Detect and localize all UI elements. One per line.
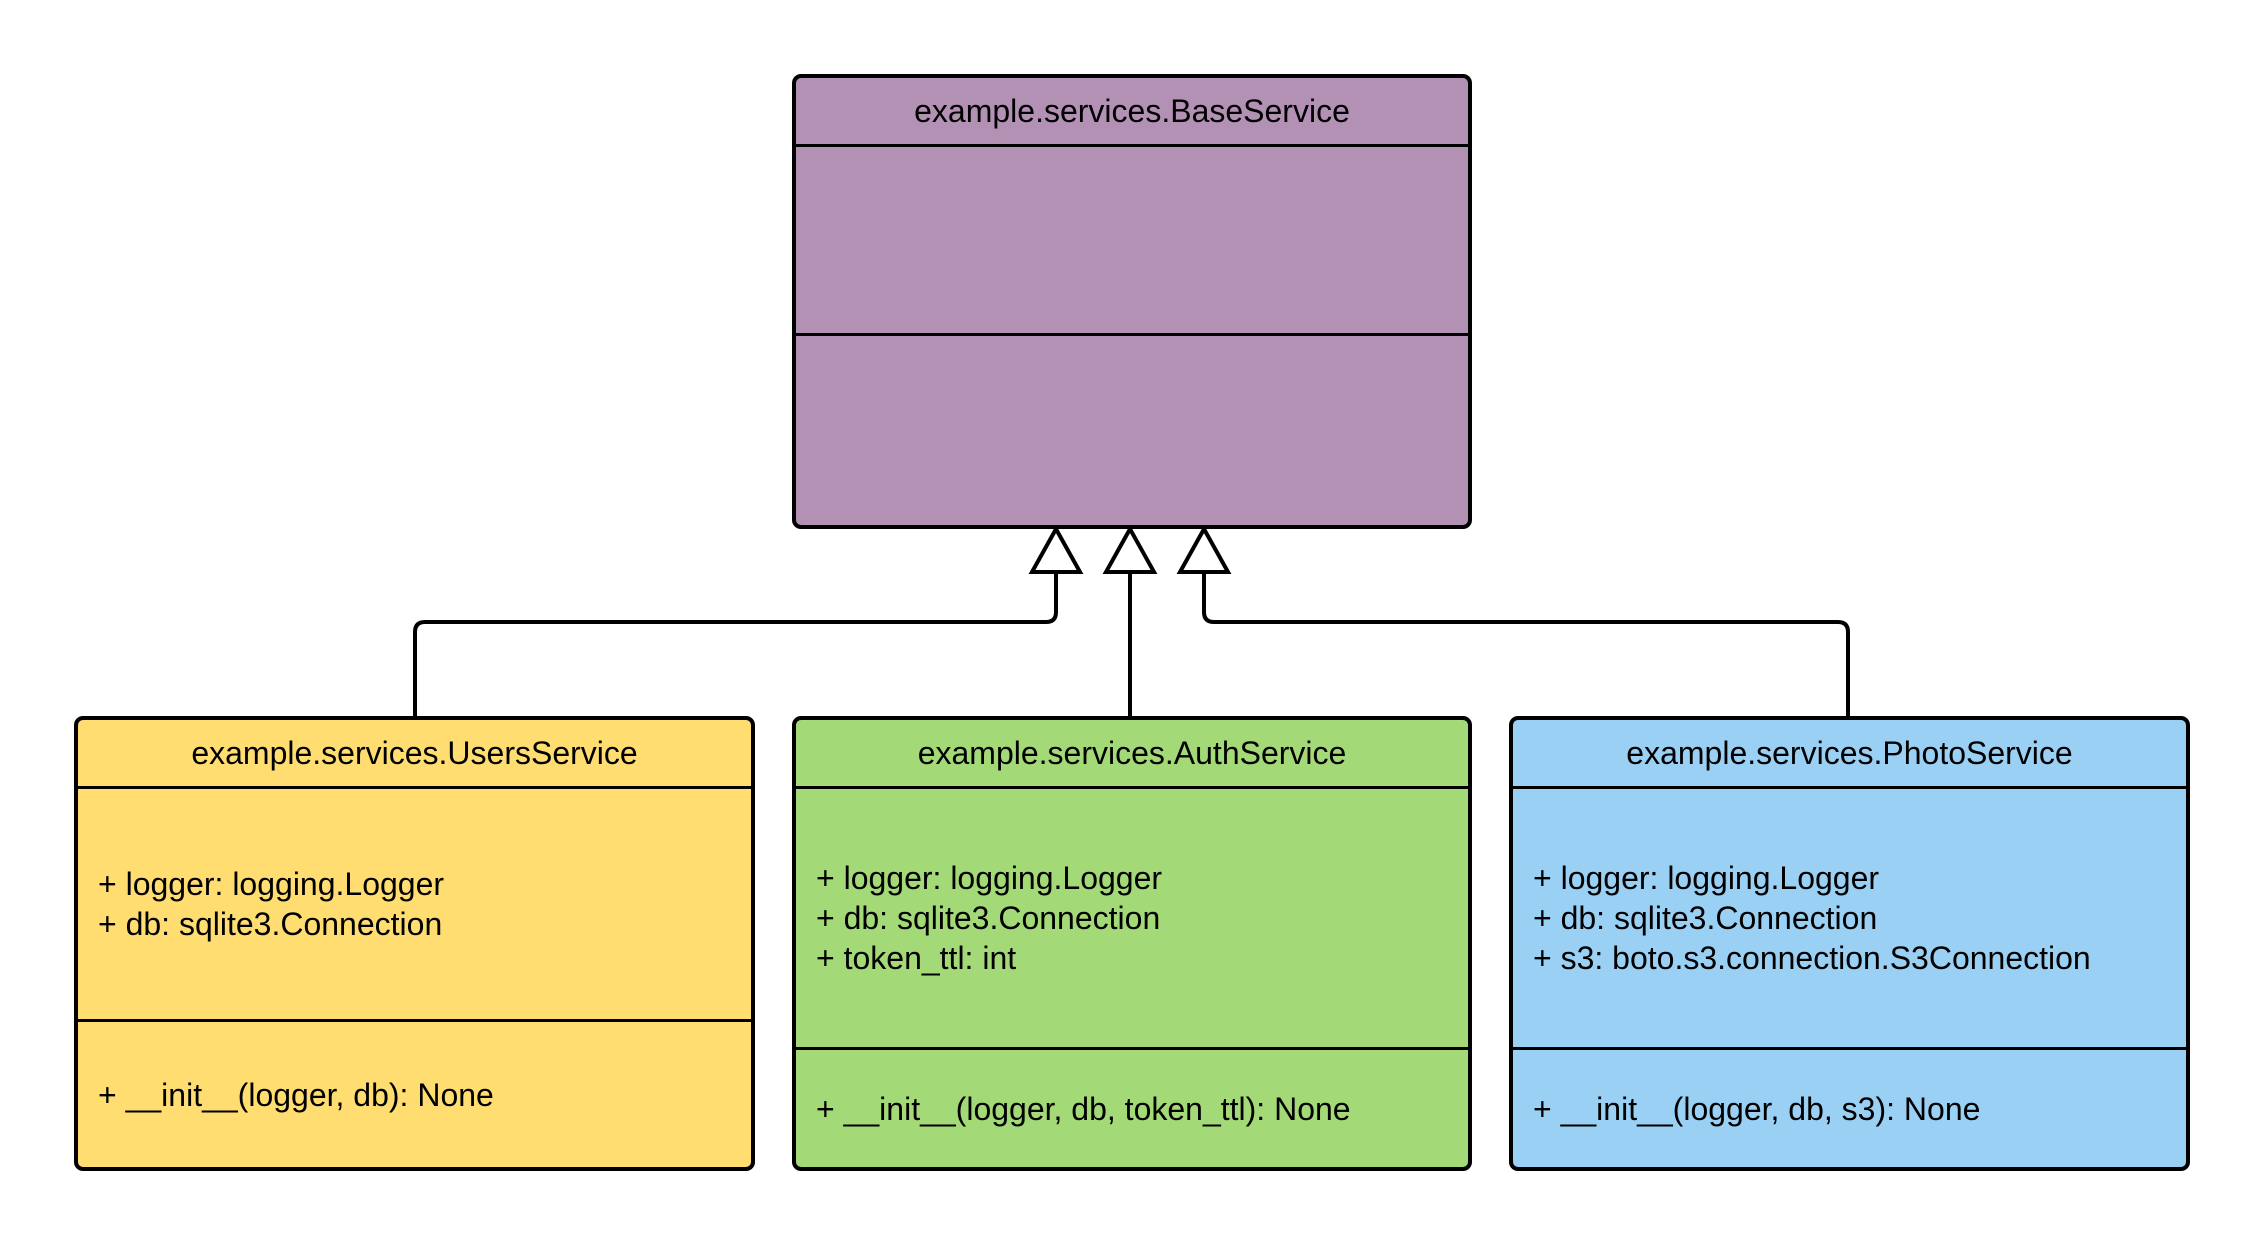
class-operations: + __init__(logger, db, s3): None (1513, 1050, 2186, 1167)
class-name: example.services.BaseService (796, 78, 1468, 147)
generalization-arrowhead-users (1028, 524, 1084, 574)
class-name: example.services.UsersService (78, 720, 751, 789)
class-operations: + __init__(logger, db, token_ttl): None (796, 1050, 1468, 1167)
class-operations (796, 336, 1468, 525)
attribute-line: + db: sqlite3.Connection (1533, 900, 1878, 936)
operation-line: + __init__(logger, db, s3): None (1533, 1090, 1981, 1127)
operation-line: + __init__(logger, db, token_ttl): None (816, 1090, 1351, 1127)
attribute-line: + logger: logging.Logger (816, 860, 1163, 896)
class-attributes (796, 147, 1468, 336)
attribute-line: + db: sqlite3.Connection (98, 906, 443, 942)
class-base-service[interactable]: example.services.BaseService (792, 74, 1472, 529)
operation-line: + __init__(logger, db): None (98, 1076, 494, 1113)
class-attributes: + logger: logging.Logger + db: sqlite3.C… (78, 789, 751, 1022)
attribute-line: + s3: boto.s3.connection.S3Connection (1533, 940, 2091, 976)
attribute-line: + token_ttl: int (816, 940, 1017, 976)
generalization-users-to-base (413, 572, 1058, 716)
class-attributes: + logger: logging.Logger + db: sqlite3.C… (1513, 789, 2186, 1050)
class-name: example.services.AuthService (796, 720, 1468, 789)
attribute-line: + logger: logging.Logger (1533, 860, 1880, 896)
class-photo-service[interactable]: example.services.PhotoService + logger: … (1509, 716, 2190, 1171)
class-name: example.services.PhotoService (1513, 720, 2186, 789)
generalization-photo-to-base (1202, 572, 1850, 716)
class-users-service[interactable]: example.services.UsersService + logger: … (74, 716, 755, 1171)
generalization-arrowhead-auth (1102, 524, 1158, 574)
generalization-arrowhead-photo (1176, 524, 1232, 574)
class-operations: + __init__(logger, db): None (78, 1022, 751, 1167)
attribute-line: + db: sqlite3.Connection (816, 900, 1161, 936)
attribute-line: + logger: logging.Logger (98, 866, 445, 902)
class-auth-service[interactable]: example.services.AuthService + logger: l… (792, 716, 1472, 1171)
class-attributes: + logger: logging.Logger + db: sqlite3.C… (796, 789, 1468, 1050)
